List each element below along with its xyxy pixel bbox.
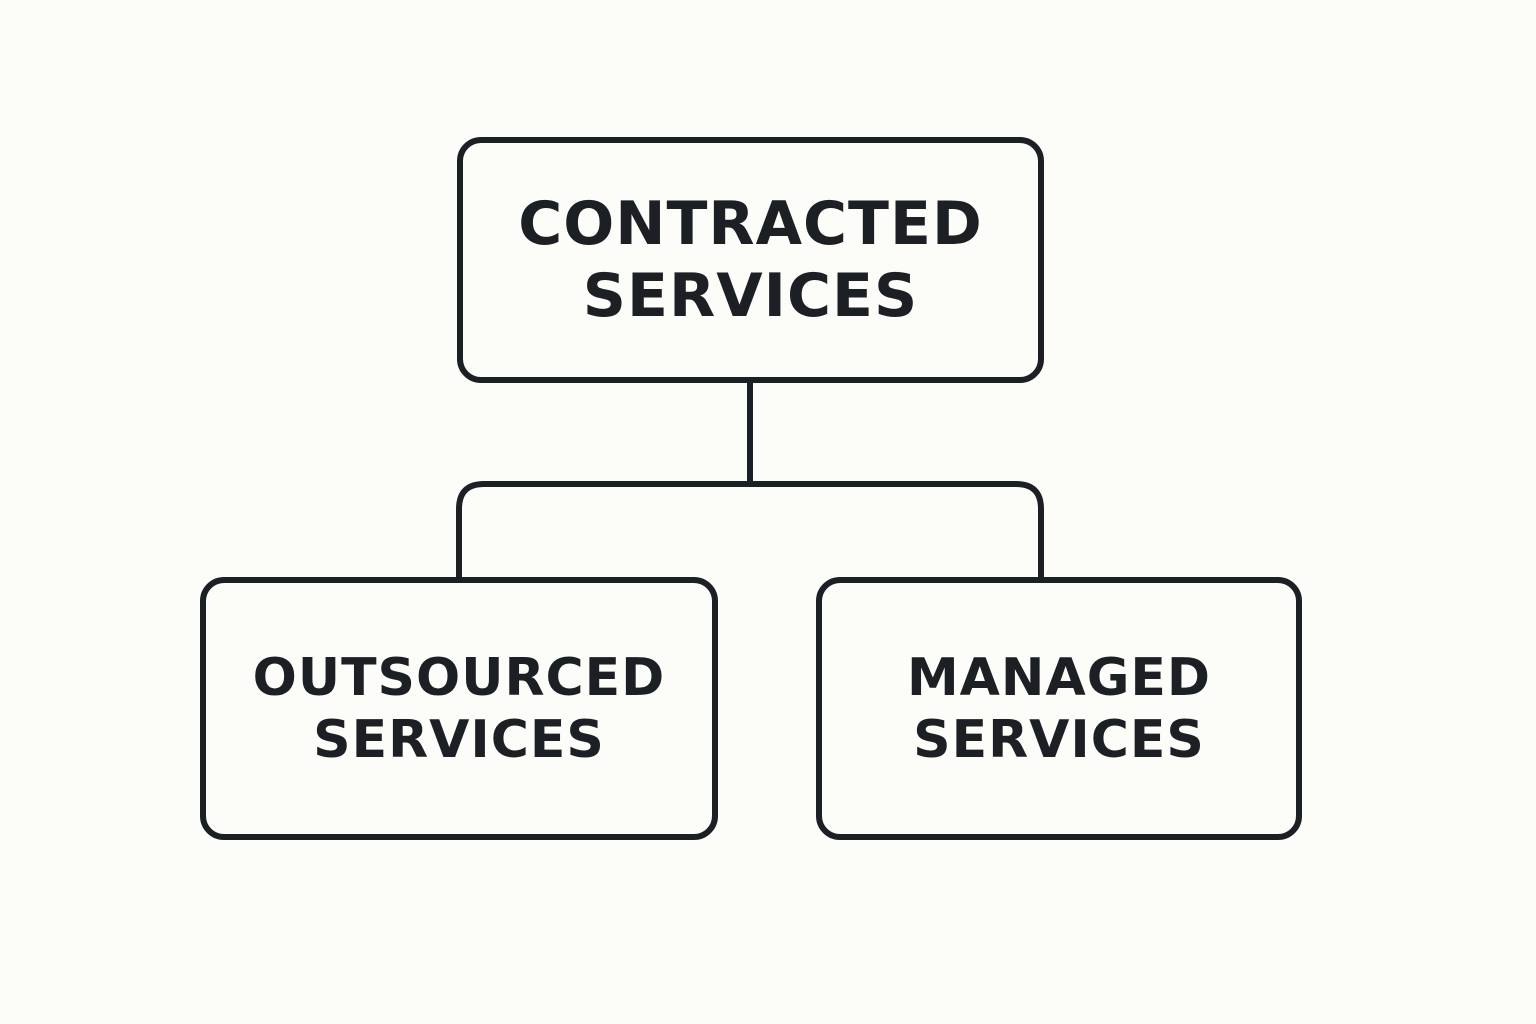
node-label-line-2: SERVICES	[582, 261, 919, 331]
node-label-line-1: MANAGED	[906, 647, 1212, 708]
node-label-line-2: SERVICES	[313, 709, 605, 770]
node-label-line-1: OUTSOURCED	[252, 647, 666, 708]
node-label-line-1: CONTRACTED	[518, 189, 983, 259]
node-outsourced-services: OUTSOURCED SERVICES	[200, 577, 718, 840]
node-label-line-2: SERVICES	[913, 709, 1205, 770]
node-contracted-services: CONTRACTED SERVICES	[457, 137, 1044, 383]
connector-branch	[456, 481, 1044, 579]
node-managed-services: MANAGED SERVICES	[816, 577, 1302, 840]
